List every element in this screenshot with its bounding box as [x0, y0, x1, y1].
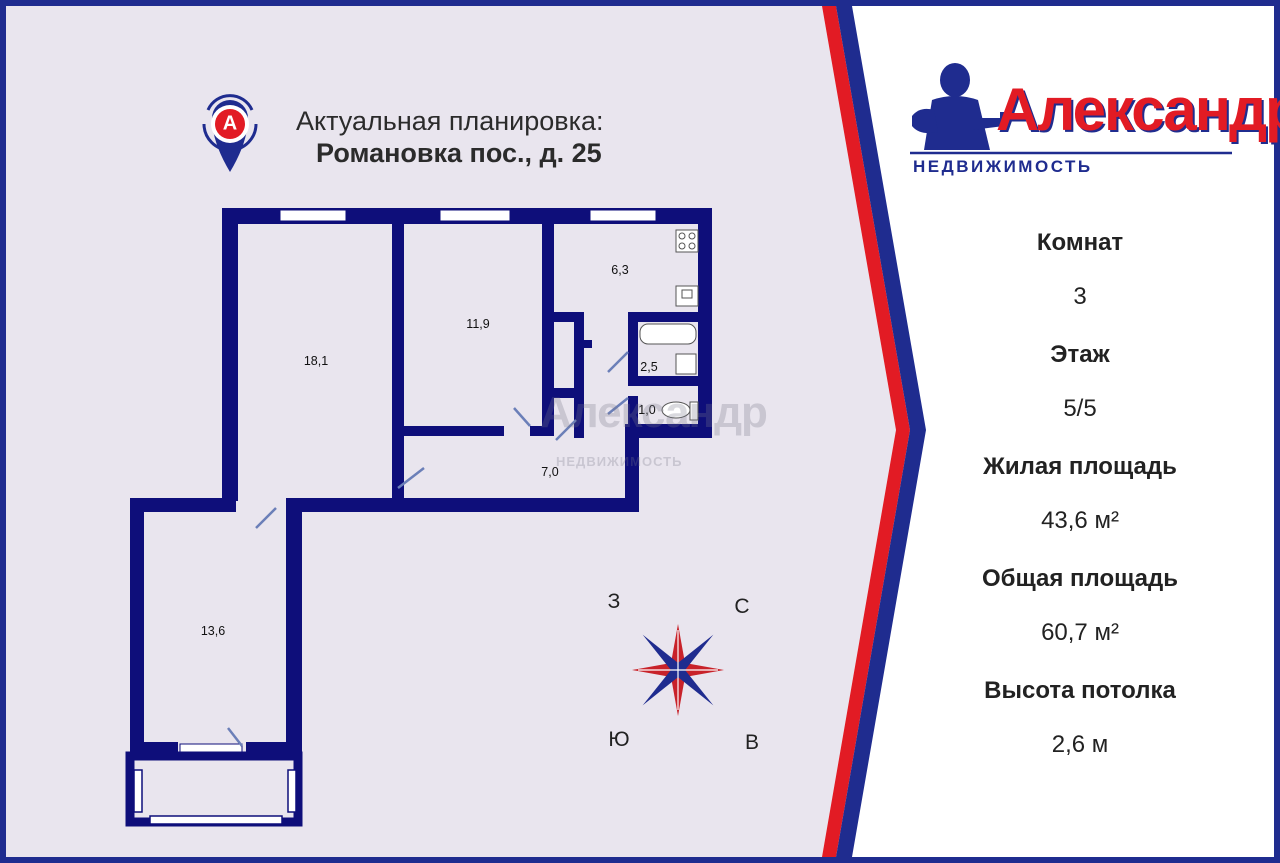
- detail-value: 60,7 м²: [1041, 619, 1119, 646]
- detail-ceiling-height: Высота потолка 2,6 м: [880, 678, 1280, 790]
- room-area-label: 1,0: [638, 403, 656, 417]
- detail-label: Высота потолка: [984, 677, 1176, 704]
- detail-value: 5/5: [1063, 395, 1097, 422]
- location-pin-icon: [202, 94, 258, 172]
- doors: [227, 351, 629, 747]
- details-list: Комнат 3 Этаж 5/5 Жилая площадь 43,6 м² …: [880, 230, 1280, 790]
- balcony: [125, 751, 303, 827]
- detail-total-area: Общая площадь 60,7 м²: [880, 566, 1280, 678]
- compass-east-label: В: [744, 731, 760, 754]
- compass-north-label: С: [734, 595, 750, 618]
- detail-value: 3: [1073, 283, 1087, 310]
- room-area-label: 2,5: [640, 360, 658, 374]
- windows: [179, 209, 657, 755]
- compass-west-label: З: [607, 590, 621, 613]
- detail-label: Комнат: [1036, 229, 1124, 256]
- detail-label: Жилая площадь: [983, 453, 1177, 480]
- detail-floor: Этаж 5/5: [880, 342, 1280, 454]
- brand-logo-sub: НЕДВИЖИМОСТЬ: [913, 157, 1093, 176]
- detail-rooms: Комнат 3: [880, 230, 1280, 342]
- address-title: Романовка пос., д. 25: [316, 138, 602, 168]
- compass-south-label: Ю: [608, 728, 630, 751]
- brand-man-icon: [912, 63, 1004, 150]
- detail-label: Этаж: [1050, 341, 1110, 368]
- fixtures: [639, 229, 699, 421]
- room-area-label: 6,3: [611, 263, 629, 277]
- room-area-label: 18,1: [303, 354, 329, 368]
- compass-rose-icon: [632, 624, 724, 716]
- detail-living-area: Жилая площадь 43,6 м²: [880, 454, 1280, 566]
- detail-label: Общая площадь: [981, 565, 1179, 592]
- brand-logo-name: Александр: [996, 76, 1280, 143]
- blue-divider-band: [836, 6, 926, 857]
- pin-letter: А: [222, 112, 238, 135]
- room-area-label: 13,6: [200, 624, 226, 638]
- detail-value: 2,6 м: [1051, 731, 1109, 758]
- header-title: Актуальная планировка:: [296, 106, 604, 136]
- room-area-label: 7,0: [541, 465, 559, 479]
- detail-value: 43,6 м²: [1041, 507, 1119, 534]
- room-area-label: 11,9: [466, 317, 490, 331]
